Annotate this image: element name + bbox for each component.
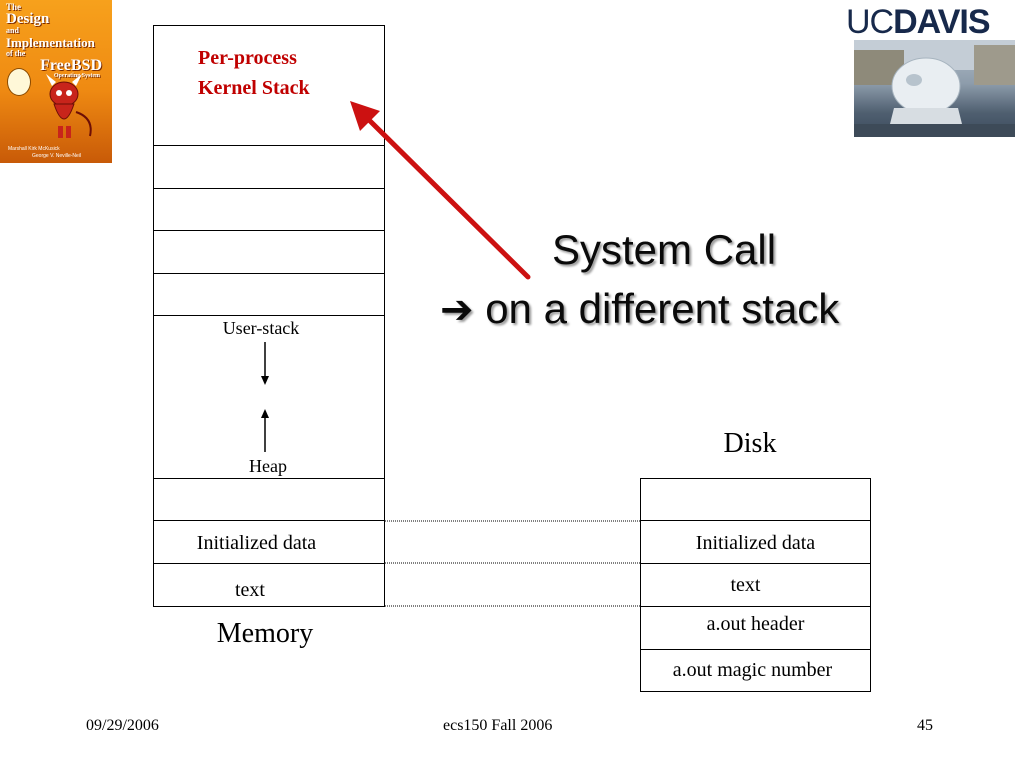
book-author-1: Marshall Kirk McKusick (8, 146, 60, 152)
book-title: The Design and Implementation of the Fre… (6, 2, 102, 80)
daemon-mascot-icon (46, 74, 92, 138)
kernel-stack-label: Per-process Kernel Stack (198, 43, 310, 103)
heap-label: Heap (249, 456, 287, 476)
disk-magic-row (640, 649, 871, 692)
disk-row-empty (640, 478, 871, 521)
egghead-sculpture-photo (854, 40, 1015, 137)
slide-title-line-1: System Call (552, 226, 777, 273)
disk-magic-label: a.out magic number (672, 659, 833, 681)
logo-davis: DAVIS (893, 3, 990, 41)
stack-heap-arrows (261, 342, 269, 452)
disk-header-label: a.out header (706, 613, 805, 635)
dotted-connectors (385, 520, 641, 607)
memory-label: Memory (216, 618, 314, 649)
red-arrow-icon (350, 101, 531, 280)
disk-initialized-data-row (640, 520, 871, 564)
disk-label: Disk (723, 428, 777, 459)
sculpture-image (854, 40, 1015, 137)
memory-row-2 (153, 188, 385, 231)
ucdavis-logo: UCDAVIS (846, 2, 991, 42)
book-author-2: George V. Neville-Neil (32, 153, 82, 159)
kernel-stack-line-1: Per-process (198, 47, 297, 69)
disk-text-label: text (730, 574, 761, 596)
footer-page-number: 45 (917, 717, 933, 734)
up-arrow-icon (261, 409, 269, 418)
user-stack-heap-region (153, 315, 385, 479)
kernel-stack-line-2: Kernel Stack (198, 77, 310, 99)
slide-title-line-2-text: on a different stack (485, 285, 840, 332)
user-stack-label: User-stack (222, 318, 300, 338)
memory-initialized-data-label: Initialized data (196, 532, 317, 554)
memory-text-row (153, 563, 385, 607)
book-cover-image: The Design and Implementation of the Fre… (0, 0, 112, 163)
footer-course: ecs150 Fall 2006 (443, 717, 553, 734)
kernel-stack-region (153, 25, 385, 146)
right-arrow-icon: ➔ (440, 287, 474, 333)
disk-initialized-data-label: Initialized data (695, 532, 816, 554)
memory-text-label: text (235, 579, 265, 601)
memory-initialized-data-row (153, 520, 385, 564)
slide-title-line-2: ➔ on a different stack (440, 285, 839, 334)
book-badge (7, 68, 31, 96)
down-arrow-icon (261, 376, 269, 385)
logo-uc: UC (846, 3, 894, 41)
memory-row-gap (153, 478, 385, 521)
footer-date: 09/29/2006 (86, 717, 159, 734)
